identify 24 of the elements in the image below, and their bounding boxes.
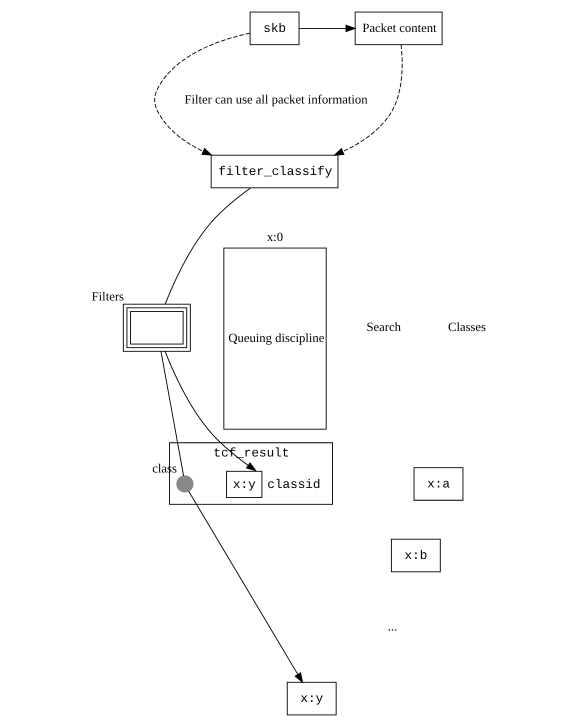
- arrow: [154, 32, 250, 156]
- node-box: filter_classify: [210, 154, 338, 188]
- arrow: [298, 24, 356, 32]
- node-box: Packet content: [354, 12, 443, 46]
- node-box: x:y: [286, 682, 337, 716]
- node-box: skb: [250, 12, 300, 46]
- label: Filter can use all packet information: [184, 92, 368, 106]
- label: Classes: [448, 320, 486, 334]
- label: ...: [388, 619, 398, 634]
- node-box: x:y: [226, 470, 262, 498]
- node-label: Filters: [92, 290, 124, 304]
- node-box: Queuing discipline: [223, 248, 327, 430]
- connector: [164, 187, 252, 305]
- arrow: [164, 350, 257, 472]
- connector: [160, 350, 184, 476]
- node-box: x:a: [414, 467, 464, 501]
- label: Search: [366, 320, 401, 334]
- node-circle: [176, 475, 194, 493]
- arrow: [188, 490, 304, 684]
- node-box: x:b: [390, 538, 441, 572]
- arrow: [333, 44, 403, 156]
- node-label: classid: [267, 476, 320, 492]
- node-box: [122, 304, 191, 352]
- node-label: x:0: [266, 230, 284, 244]
